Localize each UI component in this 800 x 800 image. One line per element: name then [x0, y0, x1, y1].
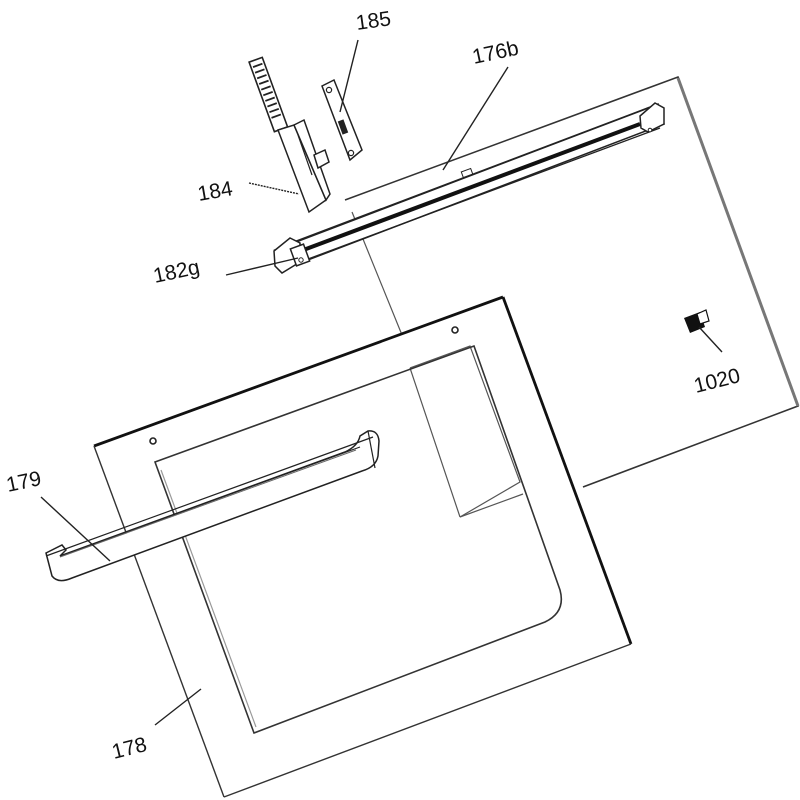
hinge-bracket-185	[321, 78, 363, 162]
leader-1020	[698, 326, 723, 353]
label-185: 185	[354, 7, 392, 35]
label-184: 184	[196, 177, 235, 206]
leader-184	[248, 182, 300, 195]
leader-182g	[225, 257, 299, 276]
leader-176b	[442, 66, 509, 171]
label-1020: 1020	[692, 364, 743, 398]
outer-door-glass	[93, 295, 633, 798]
leader-185	[339, 39, 359, 113]
label-182g: 182g	[151, 256, 201, 288]
leader-178	[154, 688, 202, 726]
hinge-part-184	[248, 56, 331, 214]
door-handle-179	[45, 430, 380, 582]
label-178: 178	[110, 733, 150, 764]
glass-clip-1020	[684, 309, 710, 333]
label-176b: 176b	[470, 37, 520, 69]
leader-lines	[40, 39, 723, 726]
label-179: 179	[4, 467, 43, 497]
leader-179	[40, 496, 111, 562]
top-trim-rail	[273, 102, 665, 274]
